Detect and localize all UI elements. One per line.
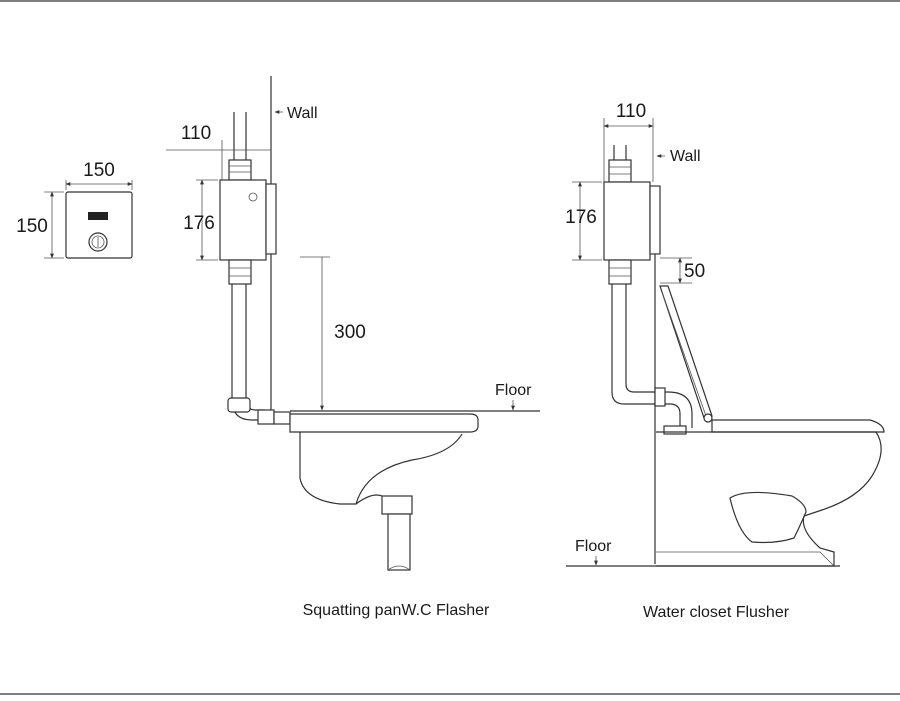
top-connector <box>608 159 632 183</box>
bottom-connector <box>608 259 632 285</box>
gap-label: 50 <box>684 261 705 282</box>
control-panel: 150 150 <box>16 160 133 259</box>
body-height-label: 176 <box>565 207 597 228</box>
wall-plate <box>649 185 661 255</box>
flush-button-inner <box>91 235 105 249</box>
pan-outlet <box>381 495 413 515</box>
spud-connector <box>663 425 687 435</box>
floor-label: Floor <box>495 382 532 399</box>
pipe-spacing-label: 110 <box>616 101 646 122</box>
top-connector <box>228 159 252 181</box>
squatting-pan-assembly: Wall 110 176 300 <box>166 76 540 571</box>
water-closet-assembly: Wall 110 176 50 <box>565 101 885 567</box>
bowl-trapway <box>729 491 807 544</box>
wall-plate <box>265 183 277 255</box>
spud-connector <box>257 409 275 425</box>
panel-height-label: 150 <box>16 216 48 237</box>
floor-label: Floor <box>575 538 612 555</box>
closet-caption: Water closet Flusher <box>643 604 790 621</box>
sensor-window <box>88 212 108 220</box>
body-height-label: 176 <box>183 213 215 234</box>
panel-width-label: 150 <box>83 160 115 181</box>
pan-bowl <box>299 432 463 505</box>
toilet-bowl <box>656 431 882 567</box>
toilet-seat <box>711 419 885 433</box>
squatting-caption: Squatting panW.C Flasher <box>303 602 490 619</box>
wall-label: Wall <box>670 148 701 165</box>
wall-label: Wall <box>287 105 318 122</box>
pipe-spacing-label: 110 <box>181 123 211 144</box>
flush-valve-body <box>603 181 651 261</box>
bottom-connector <box>228 259 252 285</box>
flush-button <box>88 232 108 252</box>
drop-label: 300 <box>334 322 366 343</box>
panel-face <box>65 191 133 259</box>
flush-valve-body <box>219 179 267 261</box>
pan-rim <box>289 413 479 433</box>
drain-pipe <box>387 513 411 571</box>
